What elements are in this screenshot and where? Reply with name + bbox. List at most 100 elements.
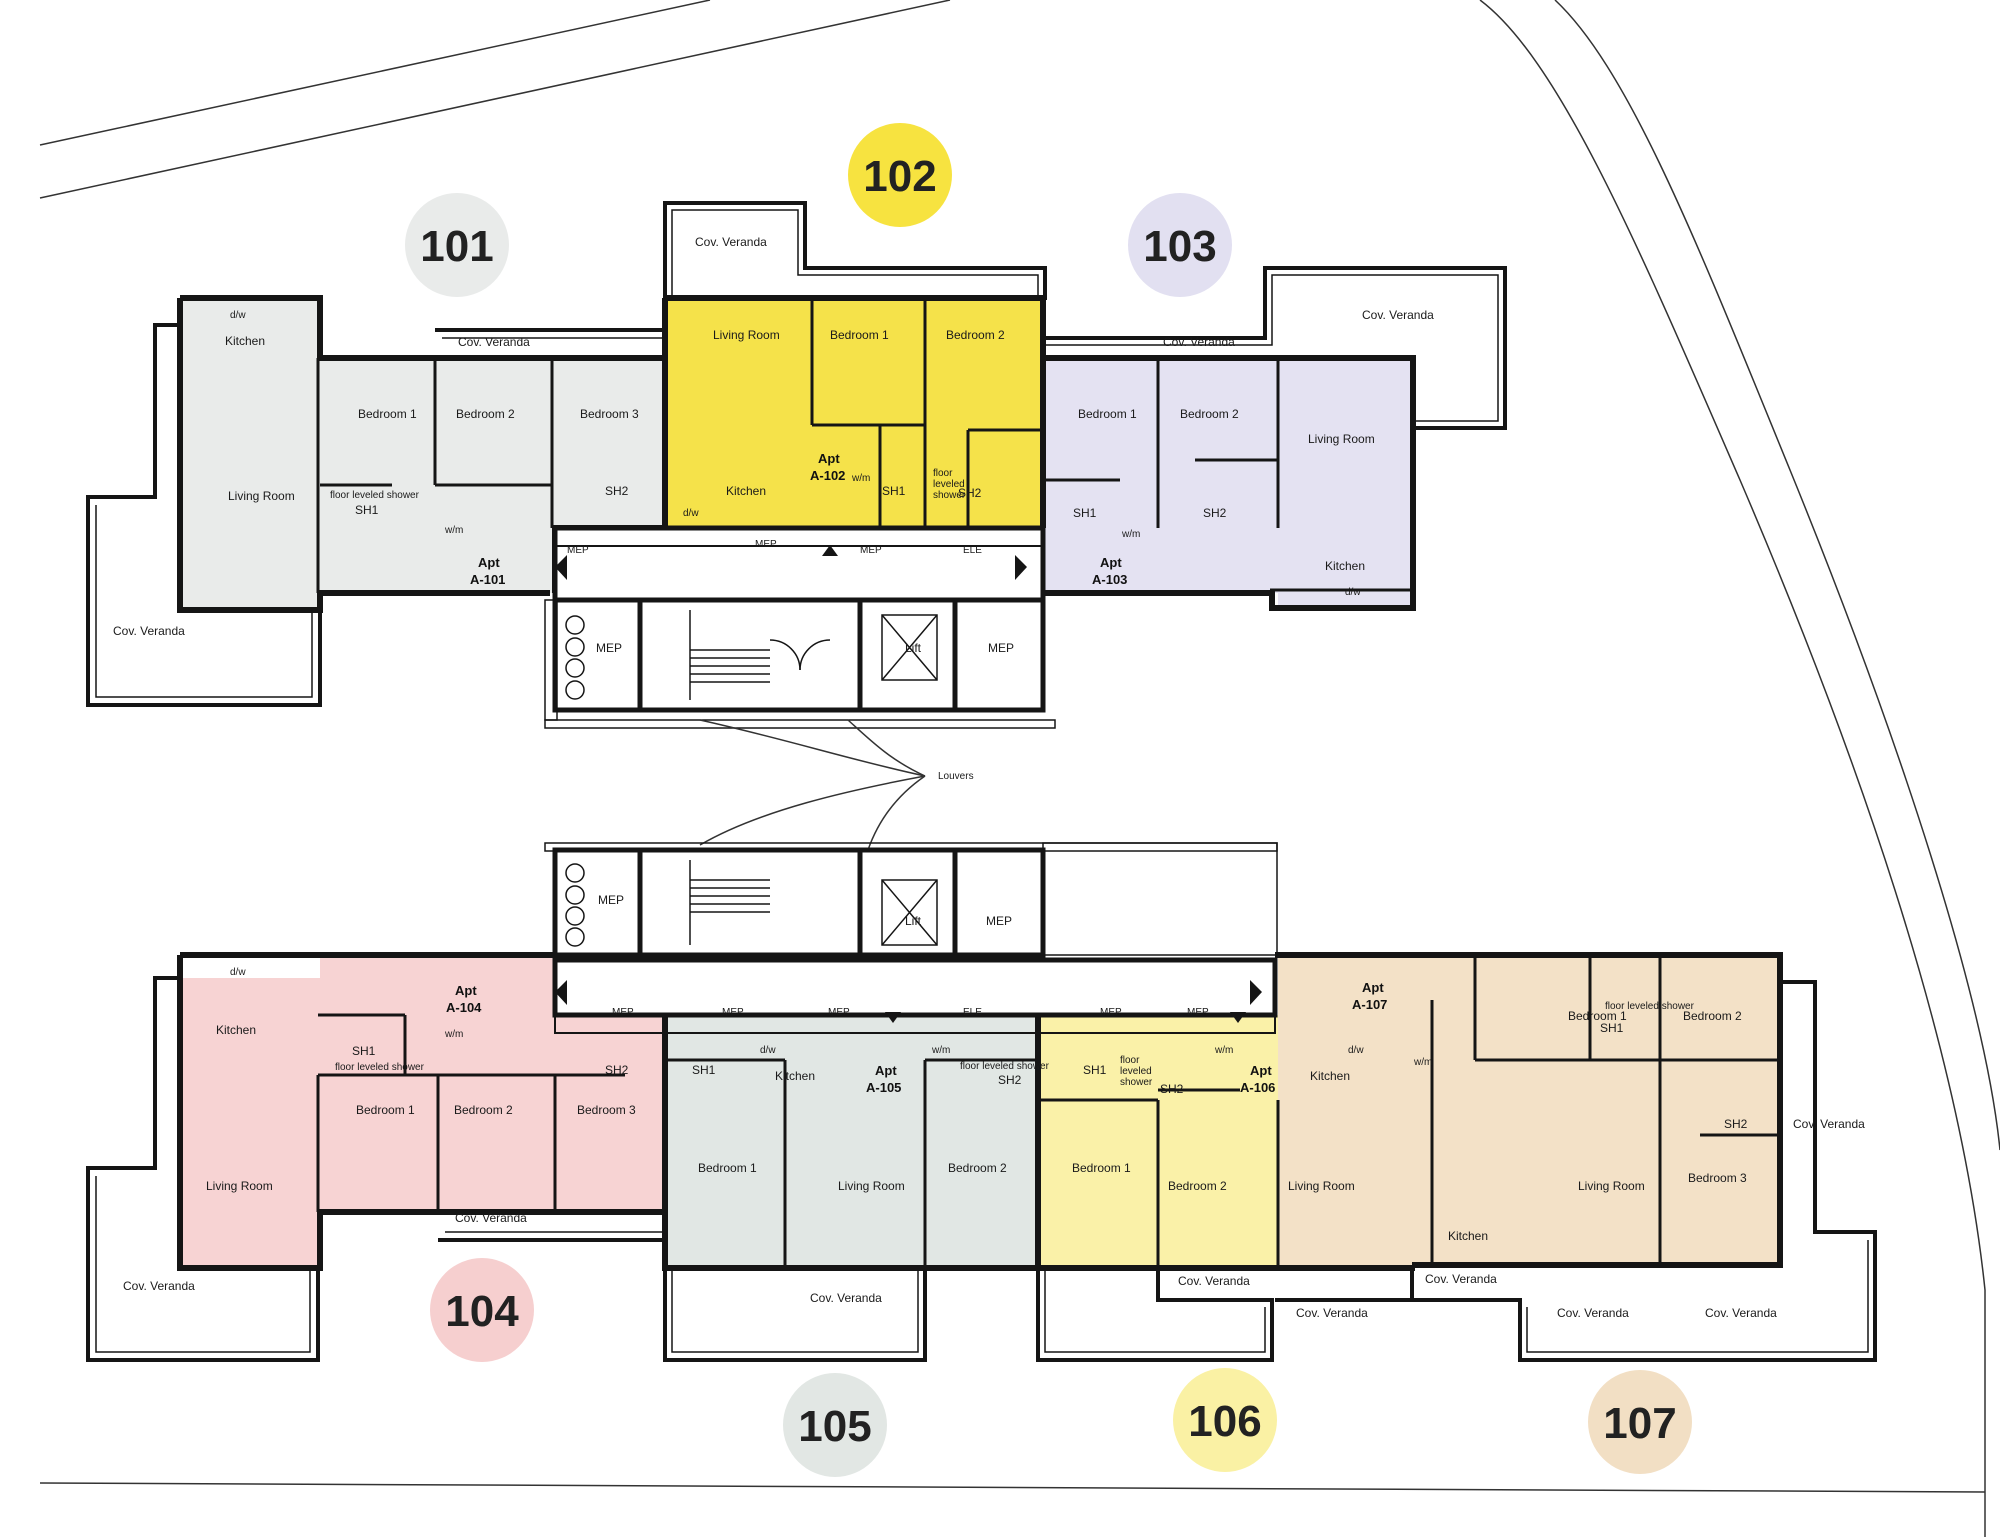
veranda-104-bottom: Cov. Veranda [123, 1279, 195, 1293]
unit-number-103: 103 [1143, 222, 1216, 271]
room-sh2-106: SH2 [1160, 1082, 1184, 1096]
labels-apt-103: Cov. Veranda Cov. Veranda Bedroom 1 Bedr… [1073, 308, 1434, 598]
wm-102: w/m [851, 473, 870, 484]
room-kitchen-103: Kitchen [1325, 559, 1365, 573]
louvers-annotation [699, 719, 926, 851]
room-kitchen-105: Kitchen [775, 1069, 815, 1083]
wm-105: w/m [931, 1045, 950, 1056]
mep-core-lower-right: MEP [986, 914, 1012, 928]
lift-upper: Lift [905, 641, 922, 655]
room-bedroom2-105: Bedroom 2 [948, 1161, 1007, 1175]
room-sh2-103: SH2 [1203, 506, 1227, 520]
veranda-106-b: Cov. Veranda [1296, 1306, 1368, 1320]
room-sh1-101: SH1 [355, 503, 379, 517]
mep-lower-2: MEP [722, 1007, 744, 1018]
unit-number-105: 105 [798, 1402, 871, 1451]
corridor-lower [552, 957, 1278, 1018]
apt-103-prefix: Apt [1100, 555, 1122, 570]
dw-105: d/w [760, 1045, 776, 1056]
veranda-107-right: Cov. Veranda [1793, 1117, 1865, 1131]
shower-note-101: floor leveled shower [330, 490, 420, 501]
room-kitchen-106: Kitchen [1310, 1069, 1350, 1083]
lower-block: Kitchen Living Room Bedroom 1 Bedroom 2 … [86, 842, 1877, 1362]
floor-106: floor [1120, 1055, 1140, 1066]
labels-apt-102: Cov. Veranda Living Room Bedroom 1 Bedro… [567, 235, 1005, 556]
room-living-105: Living Room [838, 1179, 905, 1193]
unit-badge-104: 104 [430, 1258, 534, 1362]
dw-106: d/w [1348, 1045, 1364, 1056]
apt-103-code: A-103 [1092, 572, 1127, 587]
room-bedroom2-101: Bedroom 2 [456, 407, 515, 421]
room-bedroom2-102: Bedroom 2 [946, 328, 1005, 342]
floor-102: floor [933, 468, 953, 479]
room-bedroom1-105: Bedroom 1 [698, 1161, 757, 1175]
room-sh2-101: SH2 [605, 484, 629, 498]
veranda-105-outline [663, 1265, 927, 1362]
unit-circle-101 [405, 193, 509, 297]
room-bedroom3-104: Bedroom 3 [577, 1103, 636, 1117]
labels-apt-106: MEP MEP SH1 SH2 Kitchen Bedroom 1 Bedroo… [1072, 1007, 1368, 1320]
wm-103: w/m [1121, 529, 1140, 540]
room-sh1-102: SH1 [882, 484, 906, 498]
apt-101-prefix: Apt [478, 555, 500, 570]
veranda-107-right-outline [1412, 980, 1877, 1362]
shower-106: shower [1120, 1077, 1153, 1088]
apt-107-wing [1500, 955, 1780, 1265]
unit-number-106: 106 [1188, 1397, 1261, 1446]
wm-106: w/m [1214, 1045, 1233, 1056]
mep-core-upper-left: MEP [596, 641, 622, 655]
room-living-101: Living Room [228, 489, 295, 503]
labels-apt-101: Kitchen Living Room Bedroom 1 Bedroom 2 … [113, 310, 639, 638]
room-kitchen-102: Kitchen [726, 484, 766, 498]
dw-103: d/w [1345, 587, 1361, 598]
apt-104-code: A-104 [446, 1000, 482, 1015]
shower-note-105: floor leveled shower [960, 1061, 1050, 1072]
room-living-104: Living Room [206, 1179, 273, 1193]
wm-104: w/m [444, 1029, 463, 1040]
room-bedroom2-107: Bedroom 2 [1683, 1009, 1742, 1023]
unit-number-104: 104 [445, 1287, 519, 1336]
unit-badge-105: 105 [783, 1373, 887, 1477]
unit-badge-103: 103 [1128, 193, 1232, 297]
veranda-102: Cov. Veranda [695, 235, 767, 249]
leveled-102: leveled [933, 479, 965, 490]
veranda-104-top: Cov. Veranda [455, 1211, 527, 1225]
apt-107-prefix: Apt [1362, 980, 1384, 995]
veranda-105: Cov. Veranda [810, 1291, 882, 1305]
mep-lower-4: MEP [1100, 1007, 1122, 1018]
apt-102-code: A-102 [810, 468, 845, 483]
unit-circle-103 [1128, 193, 1232, 297]
labels-apt-107: Bedroom 1 Bedroom 2 SH2 Bedroom 3 Living… [1352, 980, 1865, 1320]
leveled-106: leveled [1120, 1066, 1152, 1077]
unit-badge-102: 102 [848, 123, 952, 227]
labels-core-upper: MEP Lift MEP [596, 641, 1014, 655]
veranda-101-top: Cov. Veranda [458, 335, 530, 349]
veranda-103-right: Cov. Veranda [1362, 308, 1434, 322]
unit-number-101: 101 [420, 222, 493, 271]
apt-106-prefix: Apt [1250, 1063, 1272, 1078]
mep-core-lower-left: MEP [598, 893, 624, 907]
room-bedroom2-106: Bedroom 2 [1168, 1179, 1227, 1193]
labels-apt-104: Kitchen Living Room Bedroom 1 Bedroom 2 … [123, 893, 1012, 1293]
room-bedroom1-107: Bedroom 1 [1568, 1009, 1627, 1023]
unit-number-102: 102 [863, 152, 936, 201]
apt-106-code: A-106 [1240, 1080, 1275, 1095]
mep-102b: MEP [860, 545, 882, 556]
unit-badge-101: 101 [405, 193, 509, 297]
wm-101: w/m [444, 525, 463, 536]
room-bedroom3-107: Bedroom 3 [1688, 1171, 1747, 1185]
apt-102-prefix: Apt [818, 451, 840, 466]
unit-circle-106 [1173, 1368, 1277, 1472]
veranda-101-bottom: Cov. Veranda [113, 624, 185, 638]
unit-badge-107: 107 [1588, 1370, 1692, 1474]
veranda-102-outline [663, 201, 1047, 300]
apt-101-fill [180, 298, 320, 610]
apt-107-fill [1278, 955, 1500, 1265]
dw-101: d/w [230, 310, 246, 321]
apt-103-wing [1043, 358, 1278, 593]
veranda-107-a: Cov. Veranda [1425, 1272, 1497, 1286]
room-bedroom2-103: Bedroom 2 [1180, 407, 1239, 421]
room-sh1-106: SH1 [1083, 1063, 1107, 1077]
mep-lower-1: MEP [612, 1007, 634, 1018]
ele-lower: ELE [963, 1007, 982, 1018]
